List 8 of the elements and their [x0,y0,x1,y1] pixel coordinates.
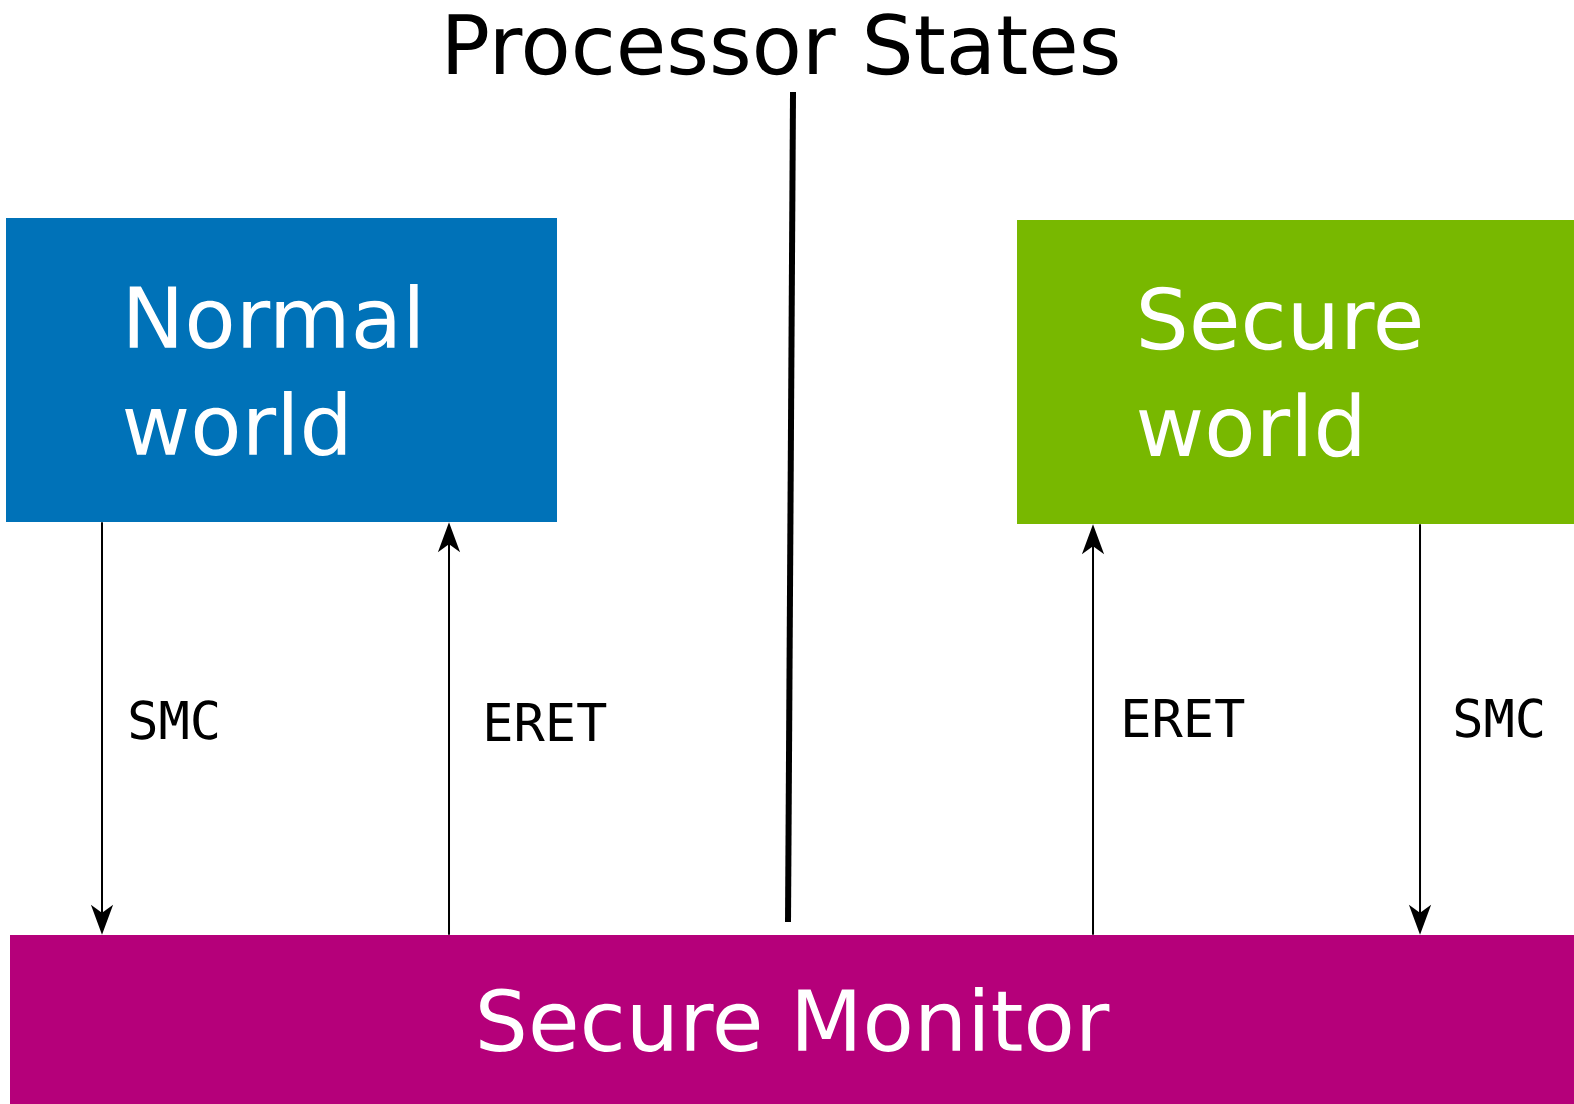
edge-label: SMC [1450,696,1549,740]
title: Processor States [448,13,1118,76]
world-box: Normal world [6,218,557,522]
edge-label: ERET [1118,697,1248,739]
edge-label: SMC [125,698,224,742]
world-box: Secure world [1017,220,1574,524]
monitor-bar: Secure Monitor [10,935,1574,1104]
edge-label: ERET [480,701,610,743]
